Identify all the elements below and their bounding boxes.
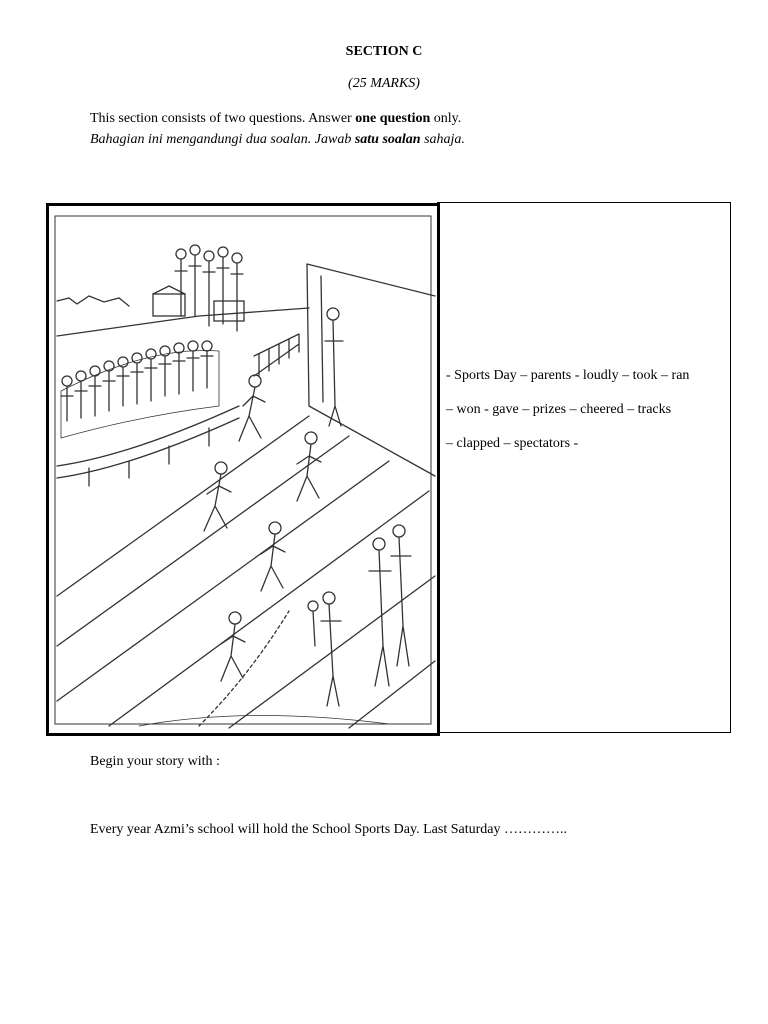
instruction-english: This section consists of two questions. … [90,111,461,127]
instruction-my-part1: Bahagian ini mengandungi dua soalan. Jaw… [90,132,355,147]
sports-day-picture [46,203,440,736]
word-hints-box [437,202,731,733]
word-hints-line-1: - Sports Day – parents - loudly – took –… [446,368,690,383]
begin-story-label: Begin your story with : [90,754,220,769]
instruction-my-part2: sahaja. [420,132,465,147]
marks-label: (25 MARKS) [348,76,420,91]
word-hints-line-2: – won - gave – prizes – cheered – tracks [446,402,672,417]
instruction-en-bold: one question [355,111,431,126]
instruction-en-part2: only. [430,111,462,126]
section-title: SECTION C [345,44,423,59]
instruction-malay: Bahagian ini mengandungi dua soalan. Jaw… [90,132,465,148]
instruction-en-part1: This section consists of two questions. … [90,111,356,126]
instruction-my-bold: satu soalan [354,132,421,147]
word-hints-line-3: – clapped – spectators - [446,436,579,451]
story-opening-sentence: Every year Azmi’s school will hold the S… [90,822,567,837]
sports-day-race-illustration-icon [54,215,436,729]
